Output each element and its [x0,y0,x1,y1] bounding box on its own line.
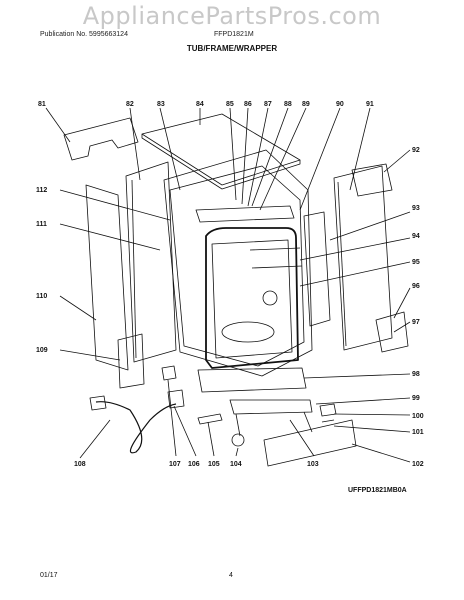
callout-98: 98 [412,371,420,378]
callout-89: 89 [302,101,310,108]
callout-108: 108 [74,461,86,468]
top-bracket [63,117,139,161]
callout-107: 107 [169,461,181,468]
left-kick-bracket [117,333,145,389]
callout-81: 81 [38,101,46,108]
callout-85: 85 [226,101,234,108]
callout-99: 99 [412,395,420,402]
callout-111: 111 [36,221,47,228]
page-number: 4 [229,572,233,579]
callout-102: 102 [412,461,424,468]
callout-94: 94 [412,233,420,240]
callout-82: 82 [126,101,134,108]
publication-number: Publication No. 5995663124 [40,31,128,38]
right-side-panel [333,165,393,351]
callout-87: 87 [264,101,272,108]
callout-90: 90 [336,101,344,108]
toe-kick-panel [263,419,357,467]
callout-83: 83 [157,101,165,108]
base-rail [229,399,313,415]
callout-109: 109 [36,347,48,354]
callout-88: 88 [284,101,292,108]
drawing-code: UFFPD1821MB0A [348,487,407,494]
watermark-logo: AppliancePartsPros.com [82,2,382,30]
callout-91: 91 [366,101,374,108]
power-cord [95,401,177,454]
tub-gasket [205,227,299,369]
callout-95: 95 [412,259,420,266]
footer-date: 01/17 [40,572,58,579]
callout-93: 93 [412,205,420,212]
callout-104: 104 [230,461,242,468]
callout-112: 112 [36,187,47,194]
callout-106: 106 [188,461,200,468]
callout-84: 84 [196,101,204,108]
left-frame [125,161,177,363]
callout-100: 100 [412,413,424,420]
toe-kick-frame [197,367,307,393]
callout-110: 110 [36,293,47,300]
callout-103: 103 [307,461,319,468]
model-number: FFPD1821M [214,31,254,38]
callout-92: 92 [412,147,420,154]
section-title: TUB/FRAME/WRAPPER [186,44,278,53]
tub-body [163,149,313,377]
callout-101: 101 [412,429,424,436]
left-side-panel [85,184,129,371]
callout-97: 97 [412,319,420,326]
callout-86: 86 [244,101,252,108]
callout-96: 96 [412,283,420,290]
wheel [231,433,245,447]
right-bracket [375,311,409,353]
callout-labels: 81 82 83 84 85 86 87 88 89 90 91 92 93 9… [36,101,424,468]
callout-105: 105 [208,461,220,468]
